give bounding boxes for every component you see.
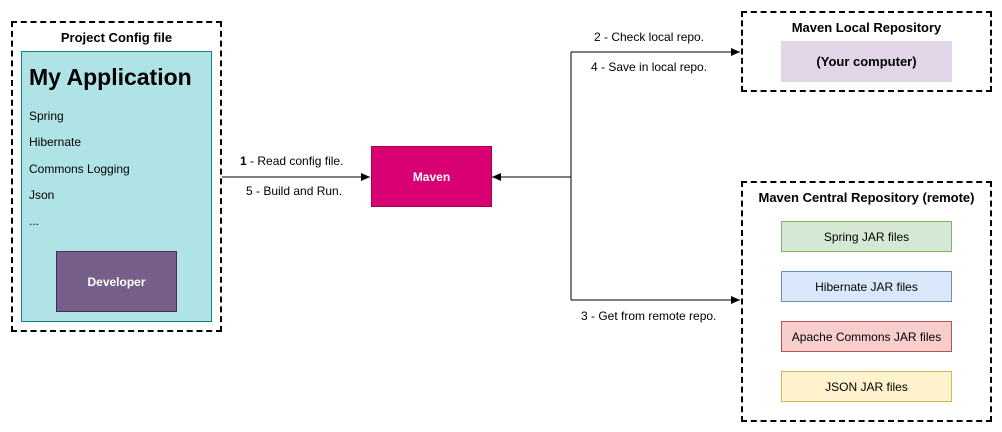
developer-node: Developer (56, 251, 177, 312)
step2-label: 2 - Check local repo. (594, 30, 705, 44)
step1-label: 1 - Read config file. (240, 154, 343, 168)
spring-jar-node: Spring JAR files (781, 221, 952, 252)
your-computer-node: (Your computer) (781, 41, 952, 82)
project-config-title: Project Config file (60, 30, 173, 45)
central-repo-title: Maven Central Repository (remote) (758, 190, 975, 205)
library-item: Json (29, 188, 55, 202)
apache-commons-jar-node: Apache Commons JAR files (781, 321, 952, 352)
library-item: Commons Logging (29, 162, 130, 176)
library-item: ... (29, 214, 40, 228)
app-title: My Application (29, 64, 192, 90)
local-repo-title: Maven Local Repository (791, 20, 942, 35)
json-jar-node: JSON JAR files (781, 371, 952, 402)
library-item: Spring (29, 109, 64, 123)
step5-label: 5 - Build and Run. (246, 184, 343, 198)
step4-label: 4 - Save in local repo. (591, 60, 708, 74)
step3-label: 3 - Get from remote repo. (581, 309, 717, 323)
library-item: Hibernate (29, 135, 82, 149)
hibernate-jar-node: Hibernate JAR files (781, 271, 952, 302)
step1-text: - Read config file. (246, 154, 344, 168)
maven-node: Maven (371, 146, 492, 207)
step1-number: 1 (240, 154, 247, 168)
